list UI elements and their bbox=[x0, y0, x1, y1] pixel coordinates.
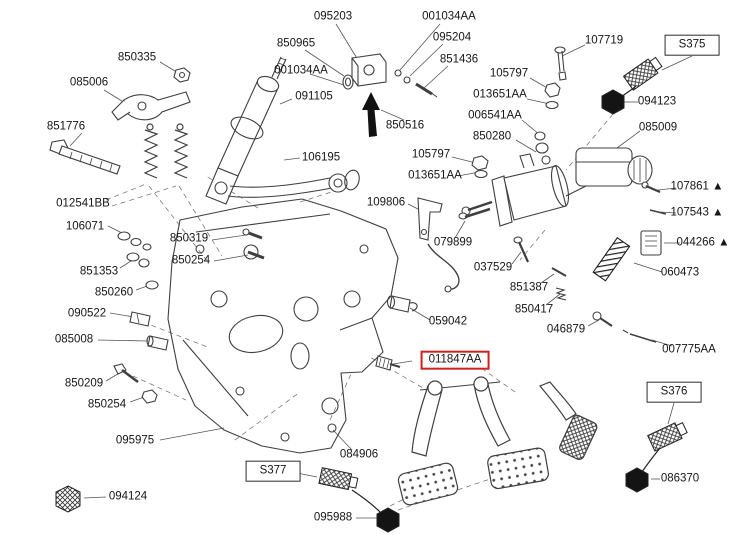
steering-column-drawing bbox=[205, 56, 360, 205]
highlighted-part-label[interactable]: 011847AA bbox=[420, 350, 490, 370]
part-number-label[interactable]: 107719 bbox=[584, 34, 624, 47]
harness-node-095988 bbox=[376, 507, 400, 533]
part-number-label[interactable]: 013651AA bbox=[473, 88, 527, 101]
part-number-label[interactable]: 079899 bbox=[433, 236, 473, 249]
part-number-label[interactable]: 851353 bbox=[79, 265, 119, 278]
part-number-label[interactable]: 085009 bbox=[638, 121, 678, 134]
direction-arrow bbox=[362, 92, 380, 137]
part-number-label[interactable]: 851387 bbox=[509, 281, 549, 294]
connector-s375 bbox=[622, 56, 663, 91]
pedals-drawing bbox=[397, 376, 598, 506]
part-number-label[interactable]: 012541BB bbox=[56, 197, 110, 210]
switch-bracket-drawing bbox=[342, 53, 438, 98]
harness-node-086370 bbox=[625, 467, 649, 493]
part-number-label[interactable]: 006541AA bbox=[468, 109, 522, 122]
part-number-label[interactable]: 091105 bbox=[295, 90, 333, 103]
springs-drawing bbox=[143, 123, 189, 179]
part-number-label[interactable]: 107861 ▲ bbox=[670, 180, 724, 193]
part-number-label[interactable]: 850417 bbox=[514, 303, 554, 316]
part-number-label[interactable]: 106071 bbox=[65, 220, 105, 233]
part-number-label[interactable]: 085008 bbox=[54, 333, 94, 346]
part-number-label[interactable]: 109806 bbox=[366, 196, 406, 209]
part-number-label[interactable]: 850319 bbox=[169, 232, 209, 245]
part-number-label[interactable]: 850254 bbox=[87, 398, 127, 411]
part-number-label[interactable]: 095203 bbox=[313, 10, 353, 23]
connector-ref-label[interactable]: S375 bbox=[664, 34, 720, 56]
connector-ref-label[interactable]: S376 bbox=[646, 381, 702, 403]
part-number-label[interactable]: 001034AA bbox=[274, 64, 328, 77]
part-number-label[interactable]: 086370 bbox=[660, 472, 700, 485]
part-number-label[interactable]: 105797 bbox=[411, 148, 451, 161]
part-number-label[interactable]: 095204 bbox=[432, 31, 472, 44]
part-number-label[interactable]: 850209 bbox=[64, 377, 104, 390]
connectors-drawing bbox=[55, 56, 688, 533]
harness-node-094123 bbox=[601, 89, 625, 115]
part-number-label[interactable]: 095975 bbox=[115, 434, 155, 447]
part-number-label[interactable]: 850280 bbox=[472, 130, 512, 143]
connector-s377 bbox=[318, 467, 359, 491]
part-number-label[interactable]: 094123 bbox=[637, 95, 677, 108]
part-number-label[interactable]: 850965 bbox=[276, 37, 316, 50]
part-number-label[interactable]: 007775AA bbox=[662, 343, 716, 356]
part-number-label[interactable]: 060473 bbox=[660, 266, 700, 279]
part-number-label[interactable]: 037529 bbox=[473, 261, 513, 274]
part-number-label[interactable]: 851776 bbox=[46, 120, 86, 133]
part-number-label[interactable]: 095988 bbox=[313, 511, 353, 524]
part-number-label[interactable]: 850335 bbox=[117, 51, 157, 64]
part-number-label[interactable]: 106195 bbox=[301, 151, 341, 164]
part-number-label[interactable]: 001034AA bbox=[422, 10, 476, 23]
part-number-label[interactable]: 059042 bbox=[428, 315, 468, 328]
master-cylinder-drawing bbox=[375, 46, 667, 371]
part-number-label[interactable]: 107543 ▲ bbox=[670, 206, 724, 219]
part-number-label[interactable]: 046879 bbox=[546, 323, 586, 336]
part-number-label[interactable]: 851436 bbox=[439, 53, 479, 66]
pedal-bracket-drawing bbox=[167, 198, 399, 454]
connector-s376 bbox=[647, 422, 688, 452]
connector-ref-label[interactable]: S377 bbox=[245, 460, 301, 482]
part-number-label[interactable]: 013651AA bbox=[408, 169, 462, 182]
part-number-label[interactable]: 850254 bbox=[171, 254, 211, 267]
part-number-label[interactable]: 044266 ▲ bbox=[676, 236, 730, 249]
part-number-label[interactable]: 090522 bbox=[67, 307, 107, 320]
left-hardware-drawing bbox=[49, 67, 265, 404]
part-number-label[interactable]: 085006 bbox=[69, 76, 109, 89]
part-number-label[interactable]: 094124 bbox=[108, 490, 148, 503]
leader-lines bbox=[69, 23, 693, 519]
grommet-094124 bbox=[55, 485, 81, 513]
part-number-label[interactable]: 084906 bbox=[339, 448, 379, 461]
part-number-label[interactable]: 105797 bbox=[489, 67, 529, 80]
part-number-label[interactable]: 850260 bbox=[94, 286, 134, 299]
part-number-label[interactable]: 850516 bbox=[385, 119, 425, 132]
